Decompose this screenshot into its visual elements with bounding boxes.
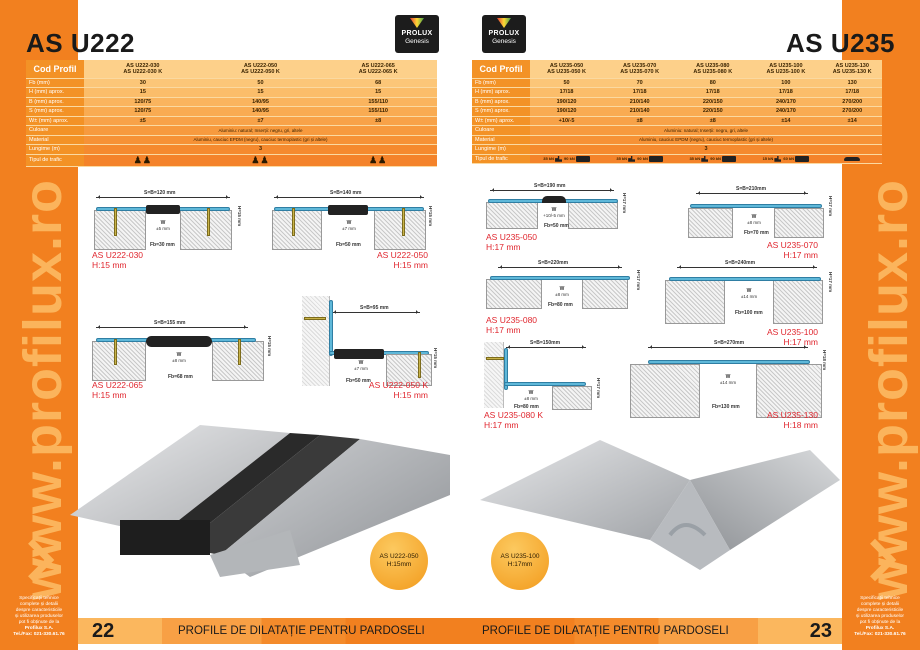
company-name: Profilux S.A. xyxy=(24,626,54,631)
product-photo xyxy=(480,440,840,570)
truck-icon: 90 kN xyxy=(710,155,737,162)
profile-diagram: S=B=140 mm W±7 mm Fb=50 mm H=15 mm xyxy=(270,188,435,268)
website-url[interactable]: www.profilux.ro xyxy=(859,178,919,600)
pedestrian-icon: ♟♟ xyxy=(251,154,270,165)
footer-title: PROFILE DE DILATAȚIE PENTRU PARDOSELI xyxy=(178,625,425,637)
contact-info: Specificații tehnice complete și detalii… xyxy=(2,596,76,638)
profile-diagram: S=B=95 mm W±7 mm Fb=50 mm H=15 mm xyxy=(302,296,442,386)
forklift-icon: 35 kN xyxy=(689,155,709,162)
profile-diagram: S=B=190 mm W+10/-5 mm Fb=50 mm H=17 mm xyxy=(486,183,627,230)
forklift-icon: 35 kN xyxy=(616,155,636,162)
product-photo xyxy=(70,425,450,577)
profile-diagram: S=B=220mm W±8 mm Fb=80 mm H=17 mm xyxy=(486,260,646,312)
logo-mark-icon xyxy=(410,18,424,28)
page-footer: PROFILE DE DILATAȚIE PENTRU PARDOSELI 23 xyxy=(460,618,842,644)
profile-diagram: S=B=240mm W±14 mm Fb=100 mm H=17 mm xyxy=(665,260,835,324)
page-number: 22 xyxy=(92,620,115,642)
page-footer: 22 PROFILE DE DILATAȚIE PENTRU PARDOSELI xyxy=(78,618,460,644)
table-row: Lungime (m)3 xyxy=(26,144,437,155)
right-page: www.profilux.ro Specificații tehnice com… xyxy=(460,0,920,650)
car-icon xyxy=(844,156,861,161)
company-name: Profilux S.A. xyxy=(865,626,895,631)
profile-diagram: S=B=150mm W±8 mm Fb=80 mm H=17 mm xyxy=(484,340,604,412)
product-badge: AS U235-100 H:17mm xyxy=(491,532,549,590)
profile-diagram: S=B=270mm W±14 mm Fb=130 mm H=18 mm xyxy=(630,340,830,422)
prolux-logo: PROLUX Genesis xyxy=(482,15,526,53)
truck-icon: 60 kN xyxy=(783,155,810,162)
forklift-icon: 35 kN xyxy=(543,155,563,162)
left-page: www.profilux.ro Specificații tehnice com… xyxy=(0,0,460,650)
truck-icon: 90 kN xyxy=(637,155,663,162)
table-row: Tipul de trafic ♟♟ ♟♟ ♟♟ xyxy=(26,154,437,167)
table-row: W± (mm) aprox.+10/-5±8±8±14±14 xyxy=(472,116,882,126)
footer-title: PROFILE DE DILATAȚIE PENTRU PARDOSELI xyxy=(482,625,729,637)
logo-mark-icon xyxy=(497,18,511,28)
phone: Tel./Fax: 021-330.61.76 xyxy=(854,632,906,637)
product-badge: AS U222-050 H:15mm xyxy=(370,532,428,590)
profile-diagram: S=B=210mm W±8 mm Fb=70 mm H=17 mm xyxy=(688,186,838,238)
prolux-logo: PROLUX Genesis xyxy=(395,15,439,53)
pedestrian-icon: ♟♟ xyxy=(369,154,388,165)
truck-icon: 90 kN xyxy=(564,155,590,162)
profile-diagram: S=B=155 mm W±8 mm Fb=68 mm H=15 mm xyxy=(92,320,277,382)
profile-diagram: S=B=120 mm W±5 mm Fb=30 mm H=15 mm xyxy=(92,188,242,268)
forklift-icon: 15 kN xyxy=(763,155,782,162)
table-row: Lungime (m)3 xyxy=(472,144,882,155)
phone: Tel./Fax: 021-330.61.76 xyxy=(13,632,65,637)
page-title: AS U222 xyxy=(26,28,135,58)
table-row: Tipul de trafic 35 kN 90 kN 35 kN 90 kN … xyxy=(472,154,882,164)
pedestrian-icon: ♟♟ xyxy=(133,154,152,165)
table-row: W± (mm) aprox.±5±7±8 xyxy=(26,116,437,126)
contact-info: Specificații tehnice complete și detalii… xyxy=(843,596,917,638)
page-number: 23 xyxy=(809,620,832,642)
page-title: AS U235 xyxy=(786,28,895,58)
